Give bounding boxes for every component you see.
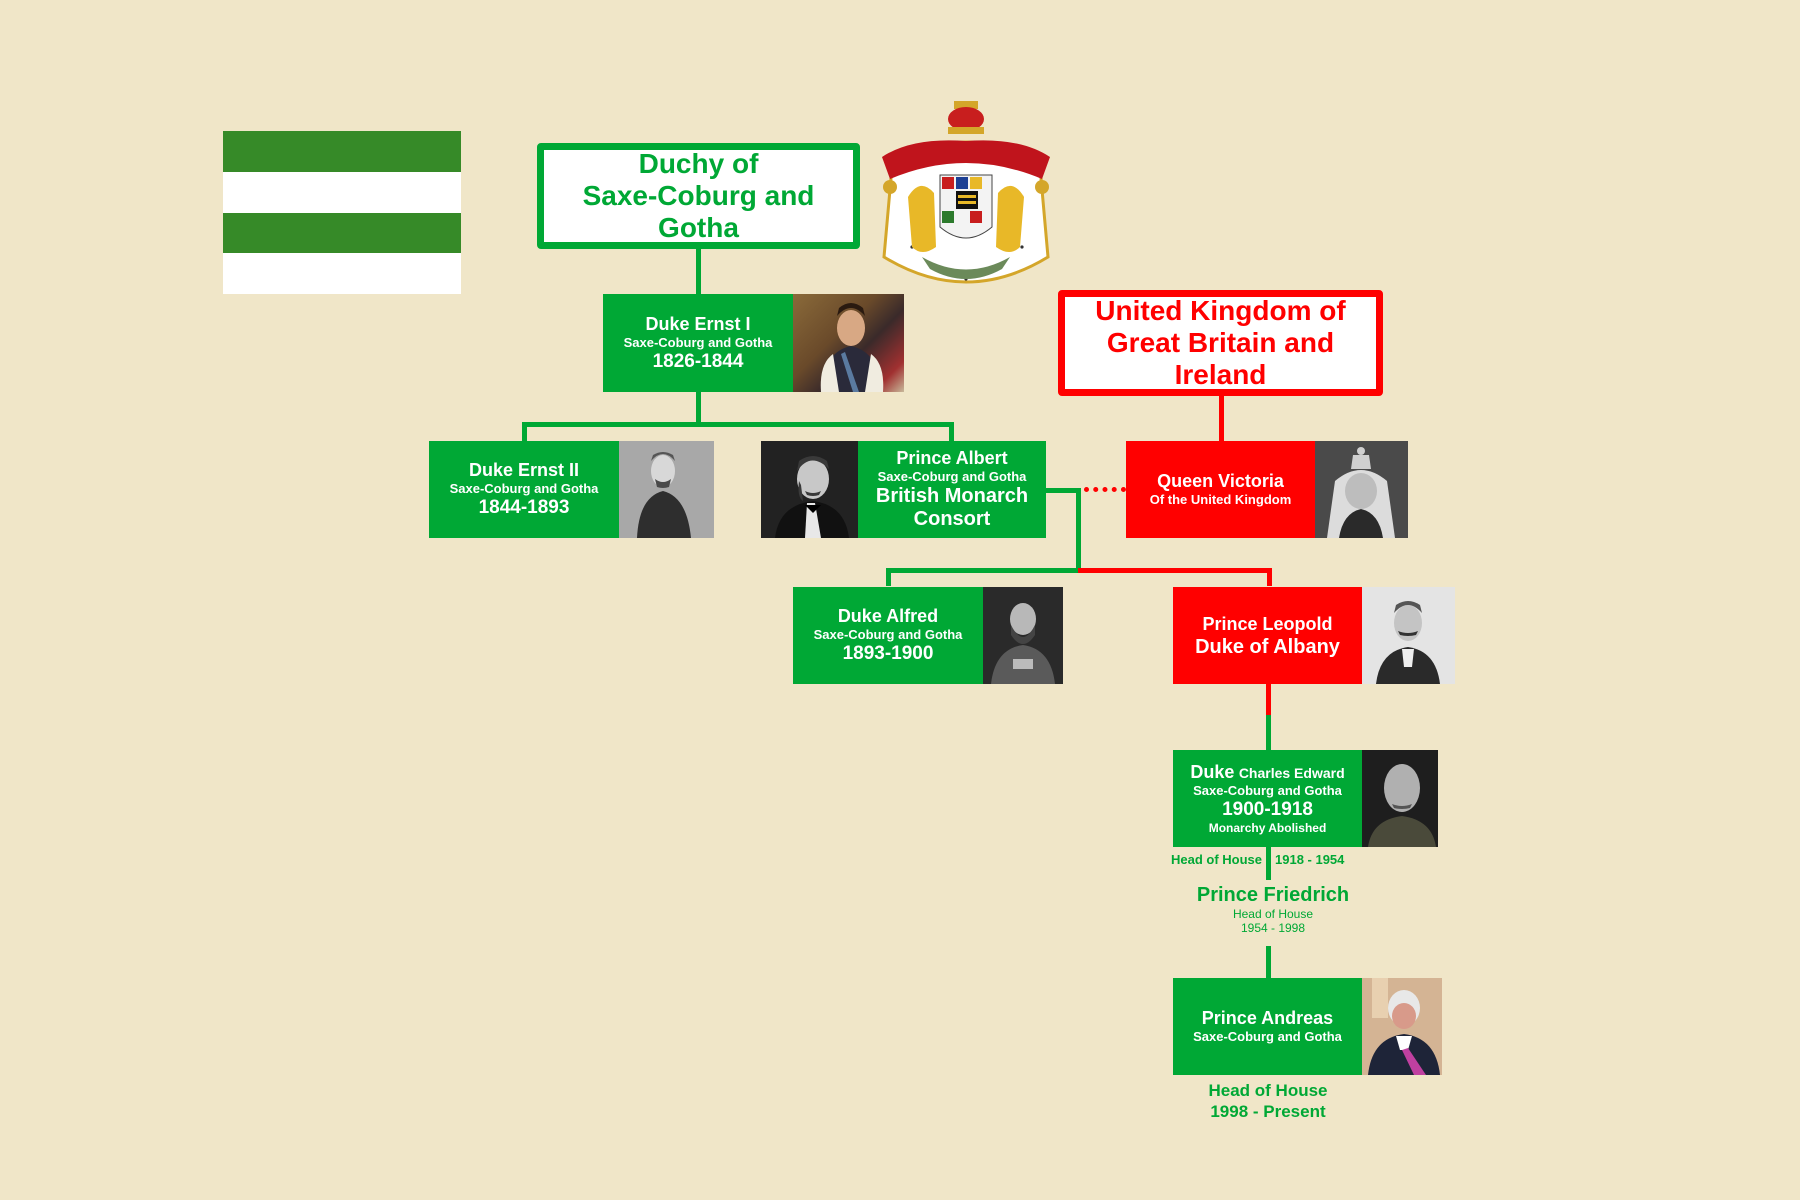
andreas-head-of-house: Head of House 1998 - Present — [1168, 1080, 1368, 1122]
person-name: Prince Friedrich — [1196, 884, 1350, 906]
person-box-duke-alfred[interactable]: Duke Alfred Saxe-Coburg and Gotha 1893-1… — [793, 587, 983, 684]
person-title: Duke of Albany — [1195, 635, 1340, 658]
connector-line — [886, 568, 891, 586]
portrait-queen-victoria — [1315, 441, 1408, 538]
person-reign-years: 1893-1900 — [842, 643, 934, 664]
uk-title-box: United Kingdom of Great Britain and Irel… — [1058, 290, 1383, 396]
connector-line — [1266, 684, 1271, 717]
flag-stripe-green — [223, 131, 461, 172]
connector-line — [1046, 488, 1080, 493]
head-of-house-label: Head of House — [1170, 852, 1262, 867]
person-house: Saxe-Coburg and Gotha — [877, 469, 1027, 484]
portrait-prince-albert — [761, 441, 858, 538]
person-house: Of the United Kingdom — [1149, 492, 1292, 507]
person-reign-years: 1826-1844 — [652, 350, 744, 372]
saxe-coburg-flag — [223, 131, 461, 294]
person-role: British Monarch — [875, 485, 1029, 507]
person-box-prince-leopold[interactable]: Prince Leopold Duke of Albany — [1173, 587, 1362, 684]
person-prince-friedrich[interactable]: Prince Friedrich Head of House 1954 - 19… — [1168, 884, 1378, 935]
portrait-prince-andreas — [1362, 978, 1442, 1075]
person-house: Saxe-Coburg and Gotha — [813, 627, 963, 642]
connector-line — [1219, 396, 1224, 441]
person-box-queen-victoria[interactable]: Queen Victoria Of the United Kingdom — [1126, 441, 1315, 538]
person-name: Duke Ernst II — [468, 460, 580, 480]
connector-line — [696, 392, 701, 425]
person-name-line: Duke Charles Edward — [1190, 762, 1344, 783]
person-box-prince-andreas[interactable]: Prince Andreas Saxe-Coburg and Gotha — [1173, 978, 1362, 1075]
head-of-house-years: 1918 - 1954 — [1275, 852, 1345, 867]
person-box-duke-ernst-ii[interactable]: Duke Ernst II Saxe-Coburg and Gotha 1844… — [429, 441, 619, 538]
person-role: Consort — [913, 508, 991, 530]
person-name: Prince Leopold — [1202, 613, 1333, 634]
head-of-house-label: Head of House — [1208, 1081, 1328, 1100]
portrait-prince-leopold — [1362, 587, 1455, 684]
head-of-house-label: Head of House — [1232, 907, 1314, 921]
portrait-duke-ernst-i — [793, 294, 904, 392]
connector-line — [1078, 568, 1272, 573]
person-name: Duke Ernst I — [645, 313, 751, 334]
person-name: Queen Victoria — [1157, 471, 1284, 491]
coat-of-arms-icon — [872, 97, 1060, 293]
person-name: Prince Andreas — [1201, 1008, 1334, 1028]
person-note: Monarchy Abolished — [1208, 821, 1327, 835]
portrait-duke-charles-edward — [1362, 750, 1438, 847]
person-house: Saxe-Coburg and Gotha — [1193, 1029, 1342, 1044]
flag-stripe-white — [223, 171, 461, 213]
person-box-duke-ernst-i[interactable]: Duke Ernst I Saxe-Coburg and Gotha 1826-… — [603, 294, 793, 392]
person-name: Duke Alfred — [837, 606, 939, 626]
person-house: Saxe-Coburg and Gotha — [1193, 783, 1342, 798]
person-house: Saxe-Coburg and Gotha — [449, 481, 599, 496]
person-box-prince-albert[interactable]: Prince Albert Saxe-Coburg and Gotha Brit… — [858, 441, 1046, 538]
connector-line — [1266, 946, 1271, 979]
person-name: Prince Albert — [896, 448, 1008, 468]
person-name: Charles Edward — [1238, 765, 1345, 781]
portrait-duke-ernst-ii — [619, 441, 714, 538]
person-reign-years: 1900-1918 — [1222, 799, 1313, 820]
portrait-duke-alfred — [983, 587, 1063, 684]
connector-line — [522, 422, 954, 427]
connector-line — [1267, 568, 1272, 586]
head-of-house-years: 1954 - 1998 — [1240, 921, 1306, 935]
flag-stripe-white — [223, 253, 461, 294]
connector-line — [886, 568, 1080, 573]
person-reign-years: 1844-1893 — [478, 497, 570, 518]
connector-line — [696, 249, 701, 294]
connector-line — [522, 422, 527, 441]
connector-line — [1076, 488, 1081, 570]
flag-stripe-green — [223, 212, 461, 254]
connector-line — [1266, 847, 1271, 880]
connector-line — [1266, 715, 1271, 750]
person-name-prefix: Duke — [1190, 762, 1235, 782]
duchy-title-box: Duchy of Saxe-Coburg and Gotha — [537, 143, 860, 249]
person-box-duke-charles-edward[interactable]: Duke Charles Edward Saxe-Coburg and Goth… — [1173, 750, 1362, 847]
person-house: Saxe-Coburg and Gotha — [623, 334, 773, 350]
connector-line — [949, 422, 954, 441]
marriage-line — [1084, 487, 1126, 492]
head-of-house-years: 1998 - Present — [1210, 1102, 1326, 1121]
